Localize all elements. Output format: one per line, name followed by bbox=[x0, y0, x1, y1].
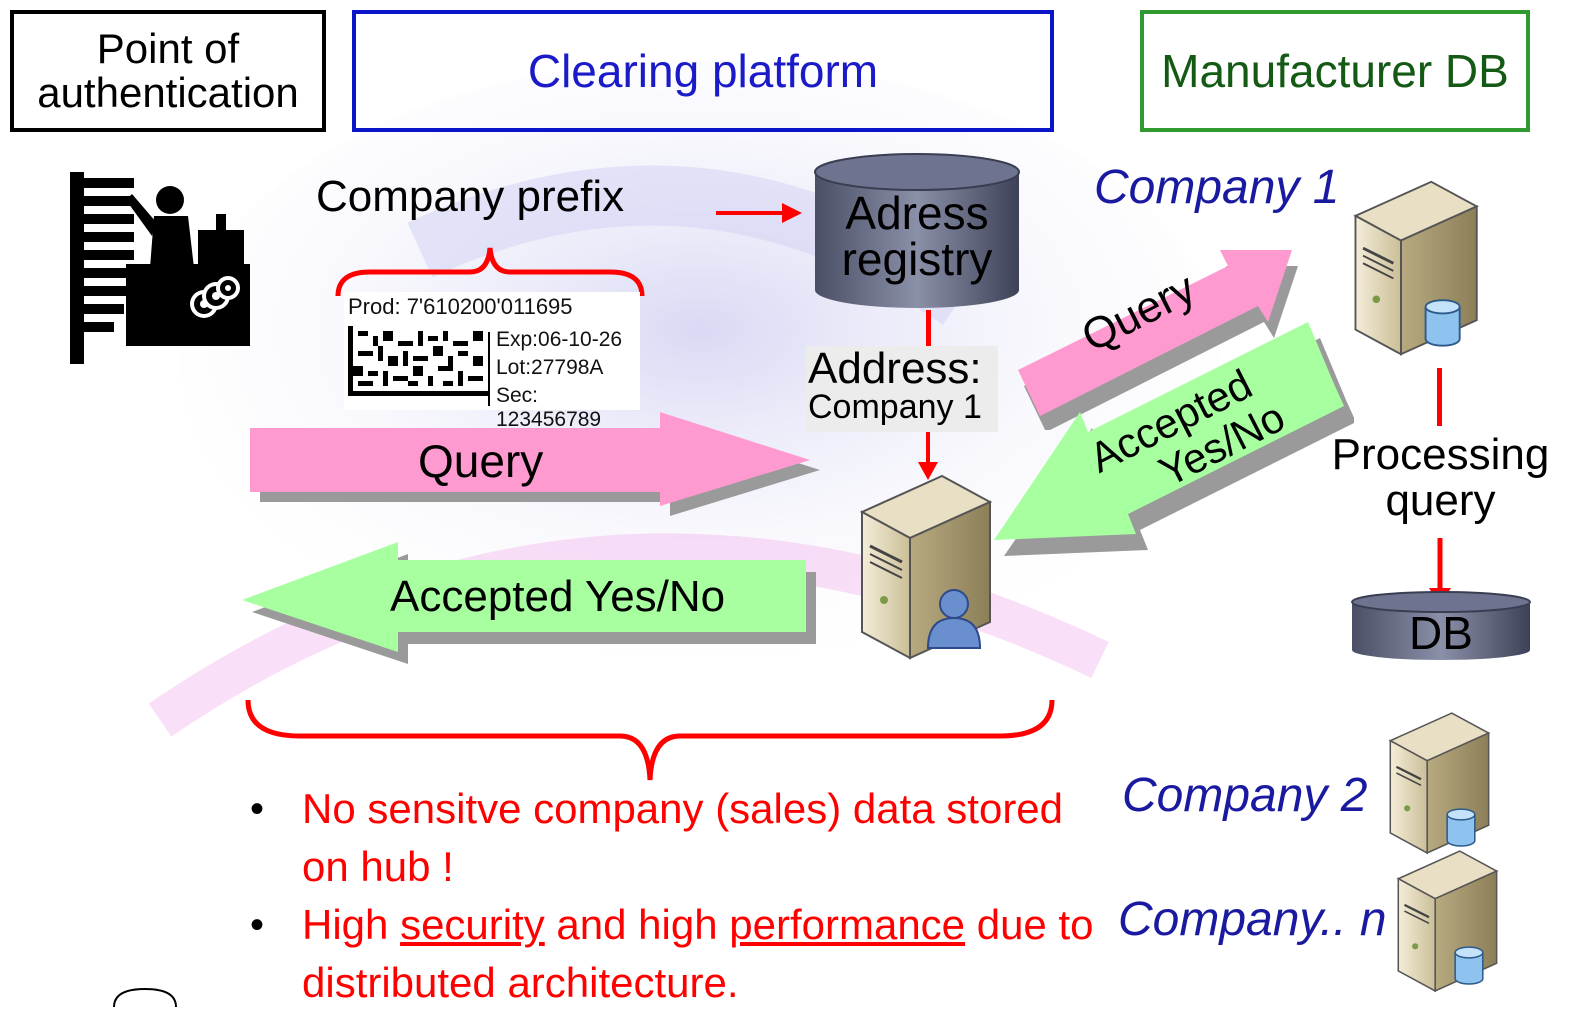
company-n-label: Company.. n bbox=[1118, 893, 1387, 946]
registry-link-line bbox=[926, 310, 931, 350]
clearing-platform-header: Clearing platform bbox=[352, 10, 1054, 132]
auth-line-1: Point of bbox=[96, 25, 240, 72]
db-label: DB bbox=[1409, 607, 1473, 659]
company-2-label: Company 2 bbox=[1122, 769, 1368, 822]
barcode-lot: Lot:27798A bbox=[496, 356, 604, 379]
accepted-arrow-diagonal bbox=[994, 322, 1354, 556]
company-2-server-icon bbox=[1388, 712, 1491, 855]
company-prefix-label: Company prefix bbox=[316, 172, 625, 221]
db-cylinder-icon bbox=[1351, 591, 1531, 660]
benefits-list: No sensitve company (sales) data stored … bbox=[250, 780, 1110, 1012]
bullet-1-text: No sensitve company (sales) data stored … bbox=[302, 785, 1064, 890]
barcode-prod: Prod: 7'610200'011695 bbox=[348, 294, 573, 319]
company-n-server-icon bbox=[1396, 850, 1499, 993]
clearing-platform-brace bbox=[245, 699, 1055, 781]
bullet-2-post: due to distributed architecture. bbox=[302, 901, 1094, 1006]
datamatrix-code-icon bbox=[348, 326, 488, 396]
hub-server-icon bbox=[859, 474, 993, 660]
query-left-label: Query bbox=[418, 435, 544, 487]
address-registry-database-icon bbox=[814, 153, 1020, 308]
bullet-2-security: security bbox=[400, 901, 545, 948]
barcode-label: Prod: 7'610200'011695 Exp:06-10-26 Lot:2… bbox=[344, 292, 640, 431]
prefix-to-registry-arrow bbox=[716, 203, 802, 223]
bullet-no-sensitive-data: No sensitve company (sales) data stored … bbox=[250, 780, 1110, 896]
company-1-label: Company 1 bbox=[1094, 161, 1340, 214]
manufacturer-db-header: Manufacturer DB bbox=[1140, 10, 1530, 132]
query-arrow-right bbox=[250, 412, 820, 516]
accepted-left-label: Accepted Yes/No bbox=[390, 572, 726, 621]
bullet-2-pre: High bbox=[302, 901, 401, 948]
address-label: Address: bbox=[808, 344, 982, 393]
partial-circle-decoration bbox=[113, 987, 177, 1007]
bullet-security-performance: High security and high performance due t… bbox=[250, 896, 1110, 1012]
bullet-2-mid: and high bbox=[544, 901, 730, 948]
address-to-server-arrow bbox=[918, 432, 938, 480]
server-to-processing-line bbox=[1437, 368, 1442, 426]
company-prefix-brace bbox=[335, 247, 645, 297]
barcode-divider bbox=[488, 332, 490, 406]
bullet-2-performance: performance bbox=[729, 901, 966, 948]
address-box: Address: Company 1 bbox=[806, 344, 998, 432]
point-of-authentication-header: Point of authentication bbox=[10, 10, 326, 132]
auth-line-2: authentication bbox=[37, 69, 299, 116]
barcode-exp: Exp:06-10-26 bbox=[496, 328, 623, 351]
processing-query-label: Processing query bbox=[1300, 432, 1581, 524]
barcode-sec: Sec: 123456789 bbox=[496, 384, 602, 431]
processing-line-1: Processing bbox=[1331, 430, 1550, 479]
registry-line-2: registry bbox=[841, 233, 993, 285]
company-1-server-icon bbox=[1353, 180, 1479, 356]
shop-clerk-icon bbox=[70, 172, 250, 364]
processing-line-2: query bbox=[1385, 476, 1496, 525]
query-arrow-diagonal bbox=[1018, 250, 1298, 430]
accepted-arrow-left bbox=[242, 542, 816, 664]
registry-line-1: Adress bbox=[845, 187, 989, 239]
address-registry-label: Adress registry bbox=[812, 190, 1022, 282]
address-value: Company 1 bbox=[808, 388, 982, 426]
